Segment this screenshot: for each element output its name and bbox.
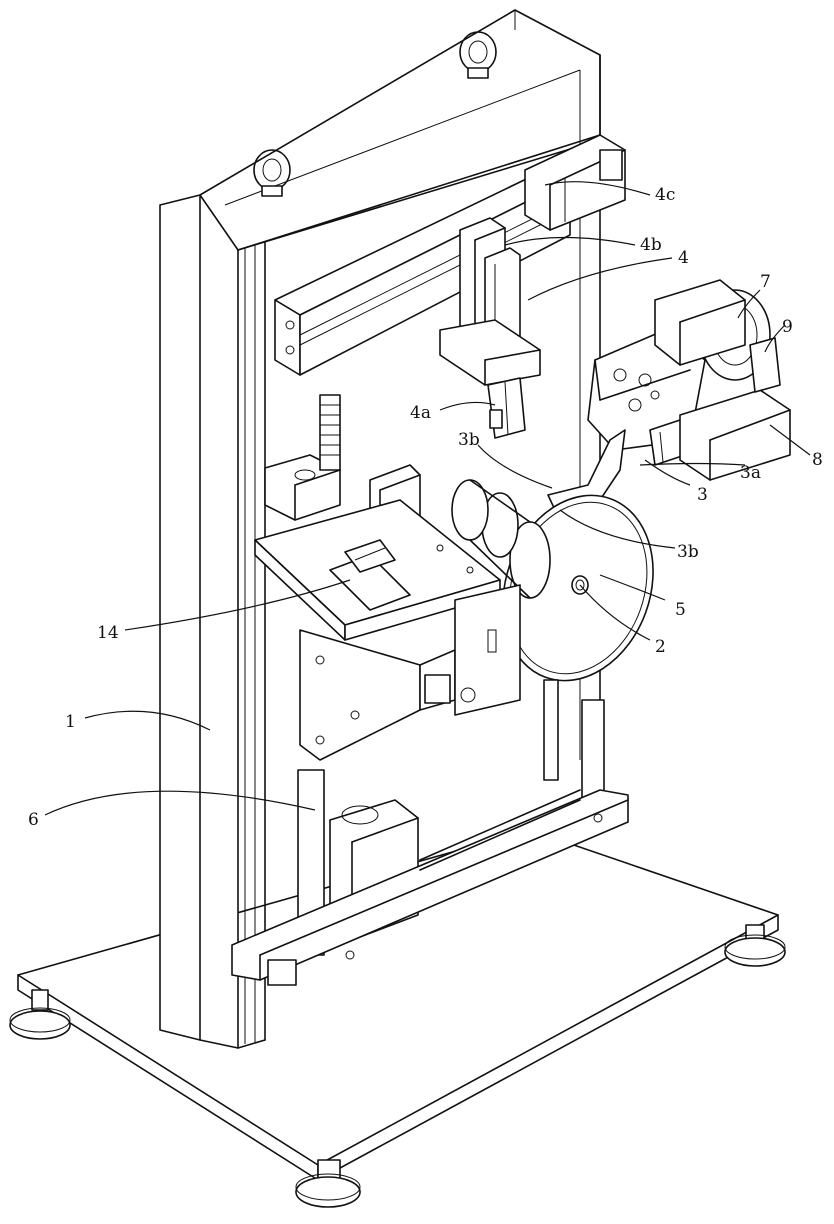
- label-7: 7: [760, 272, 771, 292]
- label-8: 8: [812, 450, 823, 470]
- label-6: 6: [28, 810, 39, 830]
- label-5: 5: [675, 600, 686, 620]
- label-3: 3: [697, 485, 708, 505]
- label-14: 14: [97, 623, 119, 643]
- vertical-slide-plate: [440, 320, 540, 385]
- guide-column-right: [544, 680, 604, 800]
- label-1: 1: [65, 712, 76, 732]
- label-4b: 4b: [640, 235, 662, 255]
- lift-bracket: [455, 585, 520, 715]
- label-3b-upper: 3b: [458, 430, 480, 450]
- label-4a: 4a: [410, 403, 431, 423]
- lift-housing: [300, 630, 455, 760]
- leveling-foot-front: [296, 1160, 360, 1207]
- label-2: 2: [655, 637, 666, 657]
- coil-spring: [320, 395, 340, 470]
- label-4: 4: [678, 248, 689, 268]
- label-9: 9: [782, 317, 793, 337]
- label-3b-lower: 3b: [677, 542, 699, 562]
- label-3a: 3a: [740, 463, 761, 483]
- rotary-clamp: [750, 338, 780, 392]
- gripper: [488, 378, 525, 438]
- label-4c: 4c: [655, 185, 675, 205]
